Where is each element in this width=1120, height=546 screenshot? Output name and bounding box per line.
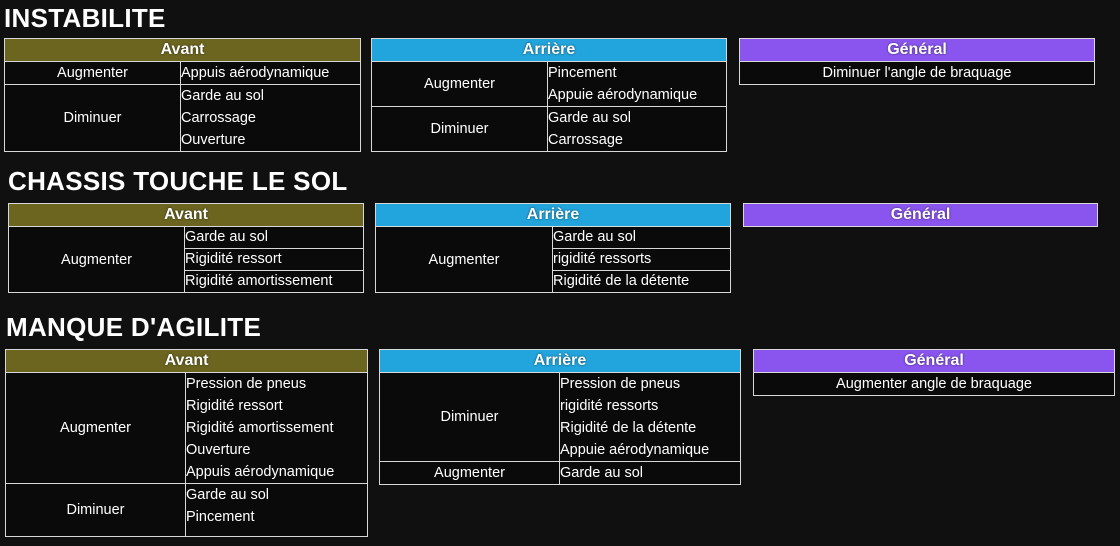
header-avant: Avant [3, 38, 362, 62]
table-row: Augmenter Pression de pneus Rigidité res… [5, 372, 369, 484]
action-label: Diminuer [371, 106, 548, 152]
item: Rigidité de la détente [551, 270, 732, 293]
table-row: Diminuer Pression de pneus rigidité ress… [379, 372, 742, 462]
table-chassis-general: Général [743, 203, 1098, 227]
item: rigidité ressorts [560, 398, 659, 414]
section-title-instabilite: INSTABILITE [4, 3, 166, 33]
action-label: Diminuer [4, 84, 181, 152]
item: Appuis aérodynamique [186, 464, 335, 480]
table-chassis-avant: Avant Augmenter Garde au sol Rigidité re… [7, 203, 365, 293]
table-instabilite-general: Général Diminuer l'angle de braquage [739, 38, 1095, 85]
table-agilite-avant: Avant Augmenter Pression de pneus Rigidi… [4, 349, 369, 537]
general-value: Diminuer l'angle de braquage [739, 61, 1095, 85]
table-row: Rigidité de la détente [376, 270, 732, 293]
section-title-chassis-touche-le-sol: CHASSIS TOUCHE LE SOL [8, 166, 348, 196]
header-arriere: Arrière [374, 203, 732, 227]
action-label: Diminuer [379, 372, 560, 462]
section-title-manque-d-agilite: MANQUE D'AGILITE [6, 312, 262, 342]
action-label: Augmenter [379, 461, 560, 485]
item: Rigidité ressort [186, 398, 283, 414]
item: Garde au sol [551, 226, 732, 249]
action-label: Augmenter [4, 61, 181, 85]
item: Appuis aérodynamique [181, 65, 330, 81]
item: Rigidité amortissement [186, 420, 334, 436]
item: Garde au sol [560, 465, 644, 481]
table-instabilite-arriere: Arrière Augmenter Pincement Appuie aérod… [370, 38, 728, 152]
table-row: Rigidité amortissement [9, 270, 365, 293]
item: Ouverture [186, 442, 251, 458]
item: Rigidité amortissement [183, 270, 365, 293]
item: Appuie aérodynamique [548, 87, 698, 103]
item: Carrossage [548, 132, 623, 148]
item: Garde au sol [181, 88, 265, 104]
header-avant: Avant [7, 203, 365, 227]
header-avant: Avant [4, 349, 369, 373]
header-general: Général [753, 349, 1115, 373]
header-arriere: Arrière [370, 38, 728, 62]
item: Pincement [548, 65, 617, 81]
general-value: Augmenter angle de braquage [753, 372, 1115, 396]
action-label: Augmenter [5, 372, 186, 484]
item: rigidité ressorts [551, 248, 732, 271]
item: Garde au sol [183, 226, 365, 249]
action-label: Augmenter [371, 61, 548, 107]
header-arriere: Arrière [378, 349, 742, 373]
table-row: Augmenter Garde au sol [8, 226, 365, 293]
item: Ouverture [181, 132, 246, 148]
table-agilite-arriere: Arrière Diminuer Pression de pneus rigid… [378, 349, 742, 485]
table-row: Diminuer Garde au sol Pincement [5, 483, 369, 537]
item: Garde au sol [186, 487, 270, 503]
table-agilite-general: Général Augmenter angle de braquage [753, 349, 1115, 396]
item: Rigidité de la détente [560, 420, 697, 436]
item: Carrossage [181, 110, 256, 126]
item: Rigidité ressort [183, 248, 365, 271]
item: Pincement [186, 509, 255, 525]
table-chassis-arriere: Arrière Augmenter Garde au sol rigidité … [374, 203, 732, 293]
action-label: Augmenter [8, 226, 185, 293]
header-general: Général [743, 203, 1098, 227]
table-row: Diminuer Garde au sol Carrossage [371, 106, 728, 152]
table-row: Augmenter Garde au sol [379, 461, 742, 485]
table-row: Augmenter Pincement Appuie aérodynamique [371, 61, 728, 107]
item: Garde au sol [548, 110, 632, 126]
header-general: Général [739, 38, 1095, 62]
action-label: Diminuer [5, 483, 186, 537]
table-row: Augmenter Garde au sol [375, 226, 732, 293]
item: Pression de pneus [560, 376, 681, 392]
table-row: Augmenter Appuis aérodynamique [4, 61, 362, 85]
action-label: Augmenter [375, 226, 553, 293]
table-row: Diminuer Garde au sol Carrossage Ouvertu… [4, 84, 362, 152]
table-instabilite-avant: Avant Augmenter Appuis aérodynamique Dim… [3, 38, 362, 152]
item: Pression de pneus [186, 376, 307, 392]
item: Appuie aérodynamique [560, 442, 710, 458]
